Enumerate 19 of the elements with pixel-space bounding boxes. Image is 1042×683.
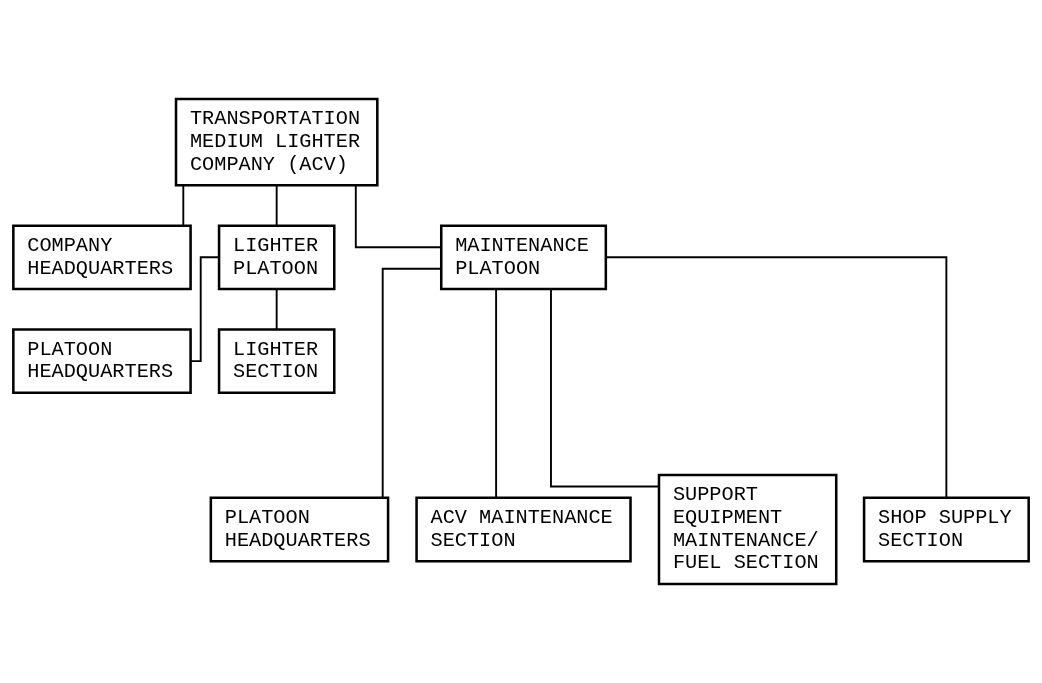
- connector: [189, 256, 220, 363]
- connector: [495, 288, 498, 499]
- node-box: PLATOON HEADQUARTERS: [12, 328, 192, 395]
- connector: [275, 288, 278, 331]
- node-box: SUPPORT EQUIPMENT MAINTENANCE/ FUEL SECTION: [657, 473, 838, 586]
- node-box: TRANSPORTATION MEDIUM LIGHTER COMPANY (ACV): [174, 97, 379, 187]
- node-box: MAINTENANCE PLATOON: [439, 224, 608, 291]
- connector: [381, 267, 443, 499]
- connector: [182, 184, 185, 227]
- node-box: COMPANY HEADQUARTERS: [12, 224, 192, 291]
- node-box: LIGHTER PLATOON: [217, 224, 336, 291]
- connector: [275, 184, 278, 227]
- connector: [354, 184, 443, 249]
- node-box: LIGHTER SECTION: [217, 328, 336, 395]
- connector: [605, 256, 948, 499]
- node-box: ACV MAINTENANCE SECTION: [415, 496, 632, 563]
- connector: [550, 288, 660, 488]
- node-box: PLATOON HEADQUARTERS: [209, 496, 390, 563]
- node-box: SHOP SUPPLY SECTION: [862, 496, 1030, 563]
